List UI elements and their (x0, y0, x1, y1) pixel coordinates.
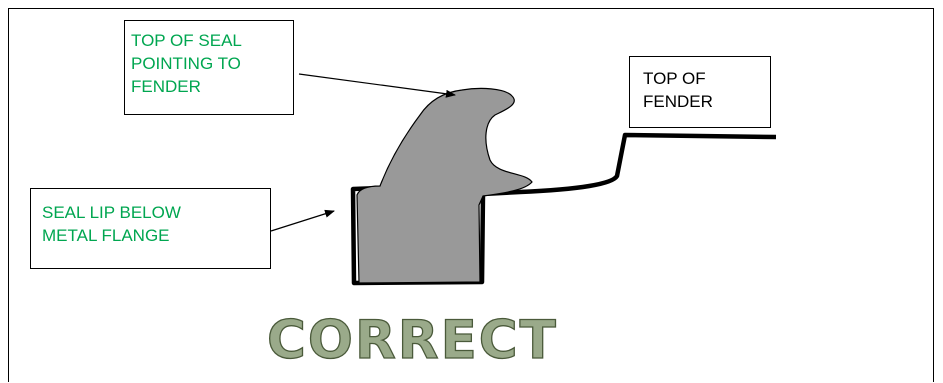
top-of-fender-label-box: TOP OF FENDER (629, 56, 771, 128)
top-of-seal-line-1: TOP OF SEAL (131, 31, 242, 50)
arrow-top-of-seal (298, 73, 456, 98)
correct-caption: CORRECT (266, 309, 558, 371)
diagram-frame (8, 8, 934, 382)
seal-body (356, 87, 533, 284)
top-of-seal-label-box: TOP OF SEAL POINTING TO FENDER (124, 20, 294, 115)
seal-lip-line-1: SEAL LIP BELOW (42, 203, 181, 222)
seal-lip-label-box: SEAL LIP BELOW METAL FLANGE (30, 188, 271, 269)
top-of-seal-line-2: POINTING TO (131, 54, 241, 73)
fender-flange-line (350, 132, 777, 286)
top-of-fender-line-1: TOP OF (643, 69, 706, 88)
top-of-fender-line-2: FENDER (643, 92, 713, 111)
arrow-seal-lip (270, 209, 335, 232)
seal-lip-line-2: METAL FLANGE (42, 226, 170, 245)
top-of-seal-line-3: FENDER (131, 77, 201, 96)
